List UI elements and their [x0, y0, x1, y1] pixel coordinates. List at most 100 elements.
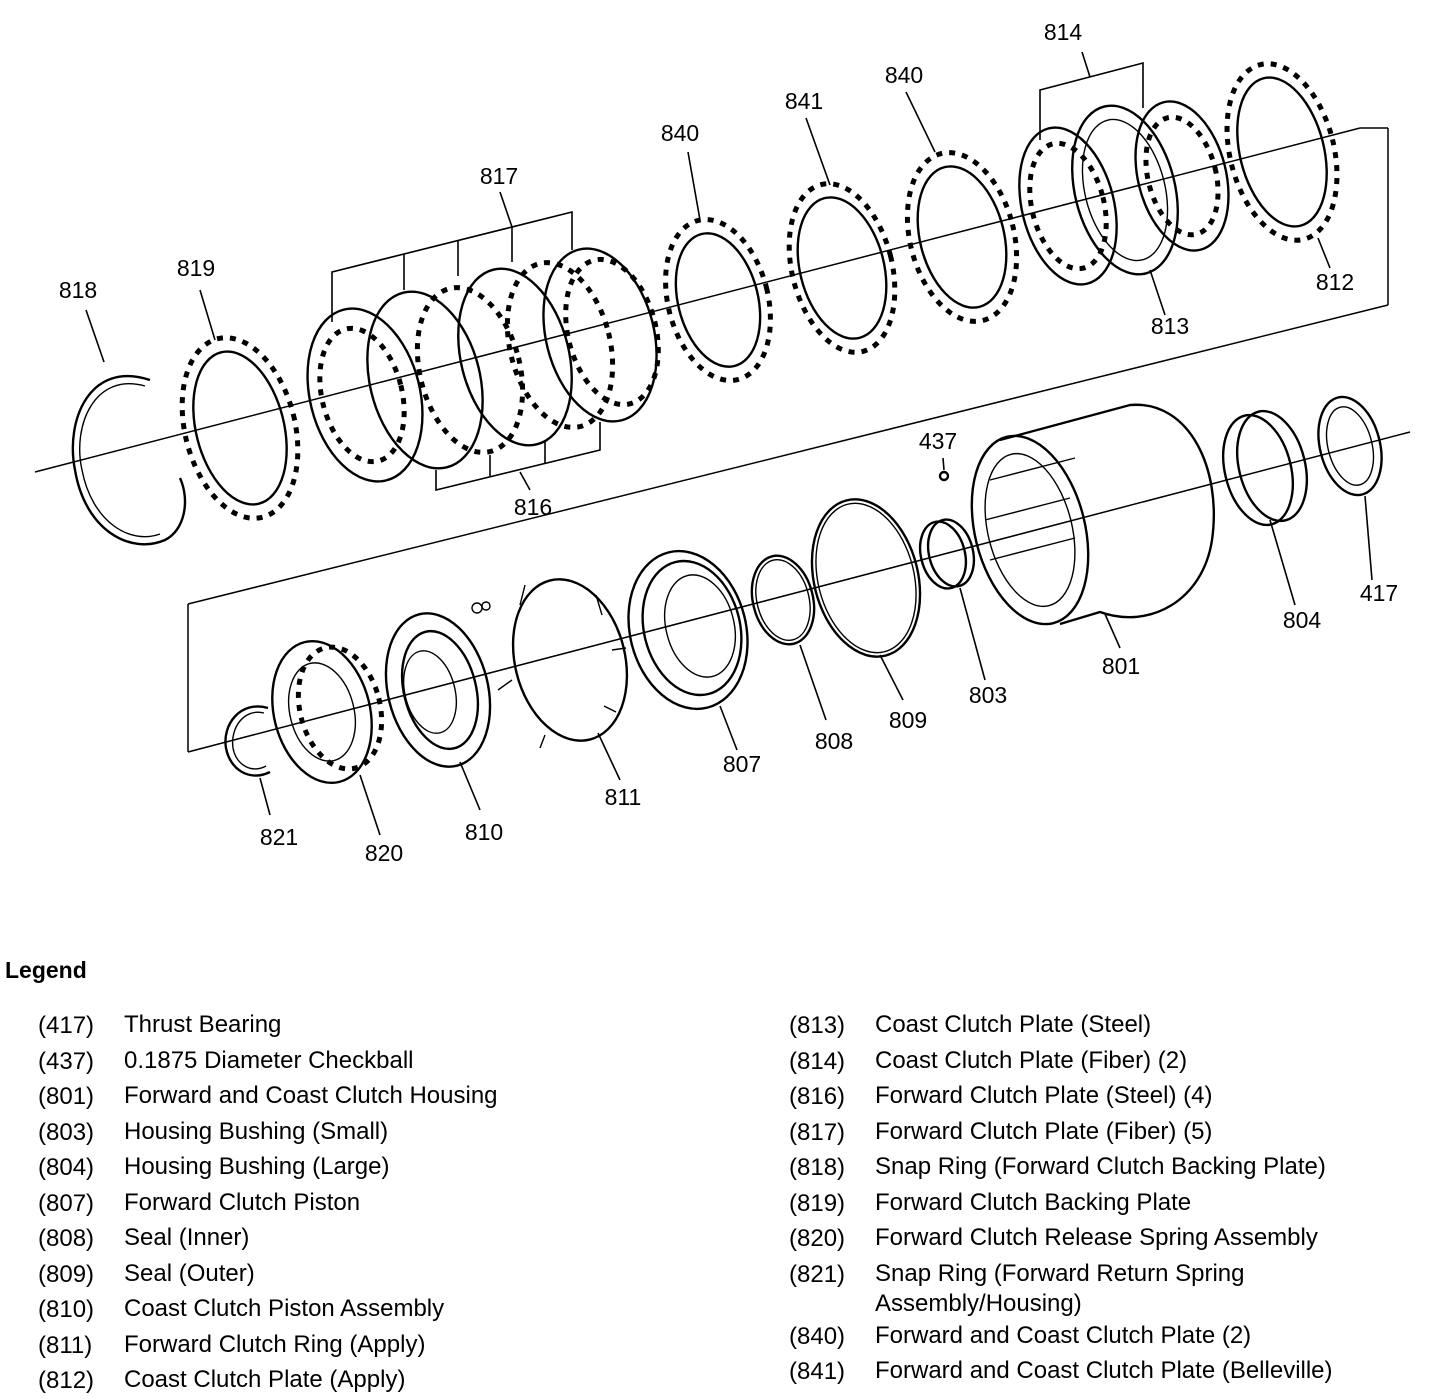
- apply-plate-812-part: [1224, 61, 1340, 243]
- legend-item: (821)Snap Ring (Forward Return Spring As…: [789, 1257, 1333, 1319]
- legend-item: (814) Coast Clutch Plate (Fiber) (2): [789, 1044, 1333, 1080]
- exploded-view-diagram: 818 819 817 816 840 841 840 814 813 812 …: [34, 19, 1411, 866]
- legend-item-description: Forward Clutch Plate (Steel) (4): [875, 1082, 1213, 1109]
- legend-item-description: Coast Clutch Plate (Steel): [875, 1011, 1152, 1038]
- snap-ring-818-part: [71, 374, 187, 546]
- legend-item-description: Forward Clutch Plate (Fiber) (5): [875, 1117, 1213, 1145]
- legend-item-number: (817): [789, 1118, 846, 1146]
- legend-item-number: (814): [789, 1047, 846, 1075]
- legend-item-description: Thrust Bearing: [124, 1011, 282, 1038]
- legend-item-number: (840): [789, 1322, 846, 1350]
- legend-left-column: (417) Thrust Bearing (437) 0.1875 Diameter…: [38, 1008, 498, 1399]
- legend-item-number: (811): [38, 1331, 93, 1359]
- legend-item-number: (810): [38, 1296, 95, 1323]
- legend-item-description: Coast Clutch Piston Assembly: [124, 1295, 445, 1322]
- bushing-803-part: [918, 518, 976, 590]
- piston-807-part: [627, 549, 749, 711]
- callout-804: 804: [1283, 607, 1322, 633]
- plate-841-part: [786, 181, 898, 355]
- callout-840-right: 840: [885, 62, 923, 88]
- legend-item-description: Coast Clutch Plate (Fiber) (2): [875, 1046, 1188, 1074]
- legend-item: (841)Forward and Coast Clutch Plate (Bel…: [789, 1354, 1333, 1390]
- thrust-bearing-417-part: [1317, 395, 1383, 497]
- legend-item-number: (818): [789, 1154, 846, 1181]
- legend-item-number: (809): [38, 1260, 95, 1288]
- legend-item-description: Forward and Coast Clutch Housing: [124, 1082, 498, 1109]
- legend-item-description: Forward and Coast Clutch Plate (Bellevil…: [875, 1357, 1333, 1384]
- legend-item: (803) Housing Bushing (Small): [38, 1115, 498, 1151]
- legend-item-number: (819): [789, 1189, 846, 1217]
- checkball-437-part: [938, 470, 950, 482]
- legend-item: (801) Forward and Coast Clutch Housing: [38, 1079, 498, 1115]
- legend-item-number: (808): [38, 1225, 95, 1252]
- legend-item-description: Seal (Inner): [124, 1224, 250, 1251]
- legend-item-description: Forward Clutch Release Spring Assembly: [875, 1224, 1318, 1251]
- callout-810: 810: [465, 819, 503, 845]
- legend-item-number: (807): [38, 1189, 95, 1217]
- leader-lines: [85, 91, 1373, 836]
- legend-item-description: 0.1875 Diameter Checkball: [124, 1046, 414, 1074]
- legend-item: (840)Forward and Coast Clutch Plate (2): [789, 1319, 1333, 1355]
- callout-820: 820: [365, 840, 403, 866]
- legend-item: (808) Seal (Inner): [38, 1221, 498, 1257]
- legend-item: (819) Forward Clutch Backing Plate: [789, 1186, 1333, 1222]
- legend-item-description: Seal (Outer): [124, 1259, 255, 1287]
- plate-840-left-part: [663, 217, 773, 383]
- callout-807: 807: [723, 751, 761, 777]
- legend-right-column: (813) Coast Clutch Plate (Steel) (814) Coa…: [789, 1008, 1333, 1390]
- legend-item: (818)Snap Ring (Forward Clutch Backing P…: [789, 1150, 1333, 1186]
- legend-item-number: (437): [38, 1047, 95, 1075]
- callout-813: 813: [1151, 313, 1189, 339]
- legend-item-description: Coast Clutch Plate (Apply): [124, 1366, 406, 1393]
- callout-801: 801: [1102, 653, 1140, 679]
- legend-item-number: (803): [38, 1118, 95, 1146]
- housing-801-part: [970, 403, 1215, 626]
- callout-809: 809: [889, 707, 927, 733]
- legend-item: (811) Forward Clutch Ring (Apply): [38, 1328, 498, 1364]
- legend-item-number: (820): [789, 1225, 846, 1252]
- backing-plate-819-part: [179, 335, 301, 521]
- callout-808: 808: [815, 728, 853, 754]
- legend-item: (817) Forward Clutch Plate (Fiber) (5): [789, 1115, 1333, 1151]
- callout-437: 437: [919, 428, 957, 454]
- callout-803: 803: [969, 682, 1007, 708]
- callout-816: 816: [514, 494, 552, 520]
- snap-ring-821-part: [224, 705, 271, 777]
- legend-item-description: Forward Clutch Backing Plate: [875, 1188, 1192, 1216]
- legend-item-description: Housing Bushing (Small): [124, 1117, 389, 1145]
- callout-840-left: 840: [661, 120, 699, 146]
- callout-821: 821: [260, 824, 298, 850]
- legend-item: (804) Housing Bushing (Large): [38, 1150, 498, 1186]
- bracket-814: [1039, 51, 1144, 140]
- callout-814: 814: [1044, 19, 1083, 45]
- bushing-804-part: [1222, 409, 1308, 527]
- legend-item: (417) Thrust Bearing: [38, 1008, 498, 1044]
- legend-item-number: (804): [38, 1154, 95, 1181]
- seal-outer-809-part: [810, 498, 922, 658]
- bracket-817: [331, 191, 573, 322]
- callout-817: 817: [480, 163, 518, 189]
- legend-item-description: Forward Clutch Ring (Apply): [124, 1330, 426, 1358]
- seal-inner-808-part: [750, 554, 816, 646]
- legend-title: Legend: [5, 957, 87, 983]
- legend-item-description: Housing Bushing (Large): [124, 1153, 390, 1180]
- legend-item: (810) Coast Clutch Piston Assembly: [38, 1292, 498, 1328]
- callout-819: 819: [177, 255, 215, 281]
- callout-417: 417: [1360, 580, 1398, 606]
- legend-item-number: (816): [789, 1083, 846, 1110]
- legend-item-description: Snap Ring (Forward Return Spring Assembl…: [875, 1259, 1245, 1317]
- callout-818: 818: [59, 277, 97, 303]
- legend-item: (437) 0.1875 Diameter Checkball: [38, 1044, 498, 1080]
- legend-item: (807)Forward Clutch Piston: [38, 1186, 498, 1222]
- legend-item: (813) Coast Clutch Plate (Steel): [789, 1008, 1333, 1044]
- forward-clutch-pack-part: [306, 247, 661, 483]
- callout-841: 841: [785, 88, 823, 114]
- legend-item-number: (813): [789, 1012, 846, 1039]
- coast-piston-810-part: [384, 601, 492, 768]
- bracket-816: [435, 422, 601, 492]
- legend-item-number: (801): [38, 1083, 95, 1110]
- callout-811: 811: [605, 784, 642, 810]
- legend-item-number: (417): [38, 1012, 95, 1039]
- spring-assembly-820-part: [271, 639, 385, 785]
- apply-ring-811-part: [497, 578, 629, 749]
